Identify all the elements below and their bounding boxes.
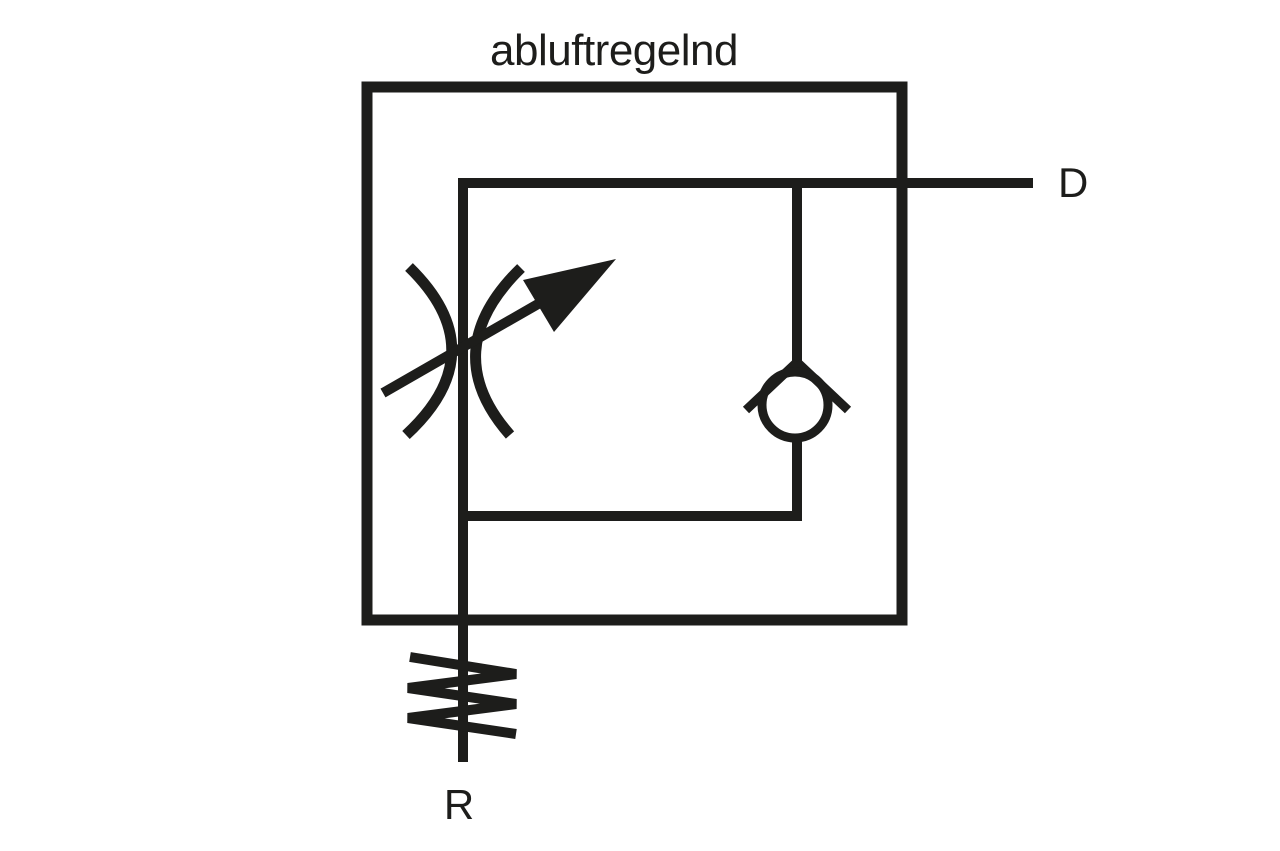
diagram-linework [361,81,1033,762]
diagram-labels: abluftregelnd D R [444,26,1089,828]
flow-line-d-to-r [458,178,1033,762]
check-valve-outlet-line [463,438,802,521]
spring-icon [407,652,517,739]
adjustment-arrow-head [523,259,616,332]
diagram-title: abluftregelnd [490,26,738,75]
port-label-r: R [444,781,474,828]
port-label-d: D [1058,159,1088,206]
valve-enclosure-box [361,81,908,626]
throttle-arc-right [470,264,525,439]
adjustment-arrow-shaft [380,295,548,398]
throttle-arc-left [402,263,458,440]
check-valve-ball [757,367,833,443]
